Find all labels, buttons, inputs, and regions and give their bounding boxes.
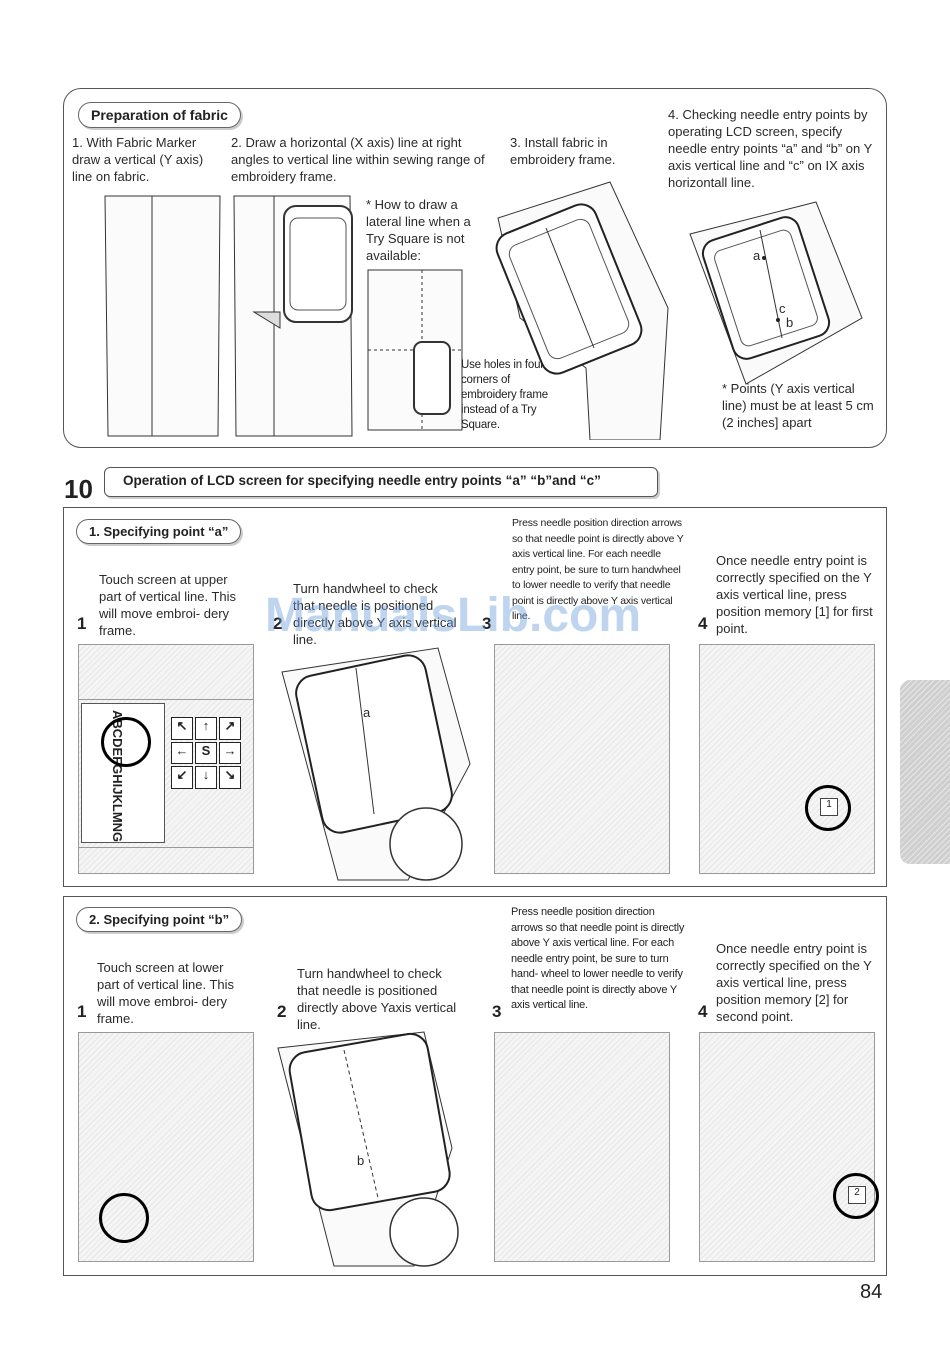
label-c: c xyxy=(779,300,786,317)
point-a-step4-num: 4 xyxy=(698,614,707,634)
trysquare-note: * How to draw a lateral line when a Try … xyxy=(366,196,490,264)
lcd-arrow-pad[interactable]: ↖ ↑ ↗ ← S → ↙ ↓ ↘ xyxy=(171,717,243,789)
arrow-down-icon[interactable]: ↓ xyxy=(195,766,217,789)
watermark: ManualsLib.com xyxy=(265,588,641,643)
fabric-vertical-line-illustration xyxy=(100,192,225,440)
point-a-step1-text: Touch screen at upper part of vertical l… xyxy=(99,571,249,639)
handwheel-illustration-b xyxy=(274,1028,469,1270)
arrow-down-right-icon[interactable]: ↘ xyxy=(219,766,241,789)
prep-step1: 1. With Fabric Marker draw a vertical (Y… xyxy=(72,134,224,185)
lcd-screen-a4[interactable] xyxy=(699,644,875,874)
point-a-step4-text: Once needle entry point is correctly spe… xyxy=(716,552,876,637)
arrow-down-left-icon[interactable]: ↙ xyxy=(171,766,193,789)
point-b-step4-num: 4 xyxy=(698,1002,707,1022)
highlight-circle-icon xyxy=(805,785,851,831)
prep-step3: 3. Install fabric in embroidery frame. xyxy=(510,134,660,168)
lcd-screen-a1[interactable]: ABCDEFGHIJKLMNG ↖ ↑ ↗ ← S → ↙ ↓ ↘ xyxy=(78,644,254,874)
point-b-step1-num: 1 xyxy=(77,1002,86,1022)
handwheel-illustration-a xyxy=(278,644,473,884)
highlight-circle-icon xyxy=(101,717,151,767)
arrow-up-right-icon[interactable]: ↗ xyxy=(219,717,241,740)
highlight-circle-icon xyxy=(833,1173,879,1219)
frame-holes-illustration xyxy=(366,268,466,434)
point-a-title: 1. Specifying point “a” xyxy=(76,519,241,544)
lcd-bottom-bar xyxy=(79,847,253,874)
point-b-step1-text: Touch screen at lower part of vertical l… xyxy=(97,959,247,1027)
needle-label-a: a xyxy=(363,704,370,721)
lcd-screen-b3[interactable] xyxy=(494,1032,670,1262)
arrow-right-icon[interactable]: → xyxy=(219,742,241,764)
points-note: * Points (Y axis vertical line) must be … xyxy=(722,380,877,431)
lcd-screen-b4[interactable] xyxy=(699,1032,875,1262)
point-b-step4-text: Once needle entry point is correctly spe… xyxy=(716,940,876,1025)
arrow-left-icon[interactable]: ← xyxy=(171,742,193,764)
label-a: a xyxy=(753,247,760,264)
point-a-step1-num: 1 xyxy=(77,614,86,634)
arrow-up-left-icon[interactable]: ↖ xyxy=(171,717,193,740)
prep-title: Preparation of fabric xyxy=(78,102,241,128)
highlight-circle-icon xyxy=(99,1193,149,1243)
point-b-step3-text: Press needle position direction arrows s… xyxy=(511,905,687,1014)
point-b-title: 2. Specifying point “b” xyxy=(76,907,242,932)
side-tab xyxy=(900,680,950,864)
center-s-button[interactable]: S xyxy=(195,742,217,764)
page-number: 84 xyxy=(860,1281,882,1304)
prep-step4: 4. Checking needle entry points by opera… xyxy=(668,106,873,191)
lcd-screen-a3[interactable] xyxy=(494,644,670,874)
needle-label-b: b xyxy=(357,1152,364,1169)
fabric-in-frame-illustration xyxy=(490,178,670,440)
point-b-step2-num: 2 xyxy=(277,1002,286,1022)
section-number: 10 xyxy=(64,474,93,505)
section-title: Operation of LCD screen for specifying n… xyxy=(123,473,601,488)
arrow-up-icon[interactable]: ↑ xyxy=(195,717,217,740)
lcd-preview[interactable] xyxy=(79,645,253,700)
needle-points-illustration xyxy=(686,198,866,388)
label-b: b xyxy=(786,314,793,331)
point-b-step3-num: 3 xyxy=(492,1002,501,1022)
fabric-horizontal-line-illustration xyxy=(232,192,362,440)
point-b-step2-text: Turn handwheel to check that needle is p… xyxy=(297,965,467,1033)
prep-step2: 2. Draw a horizontal (X axis) line at ri… xyxy=(231,134,501,185)
